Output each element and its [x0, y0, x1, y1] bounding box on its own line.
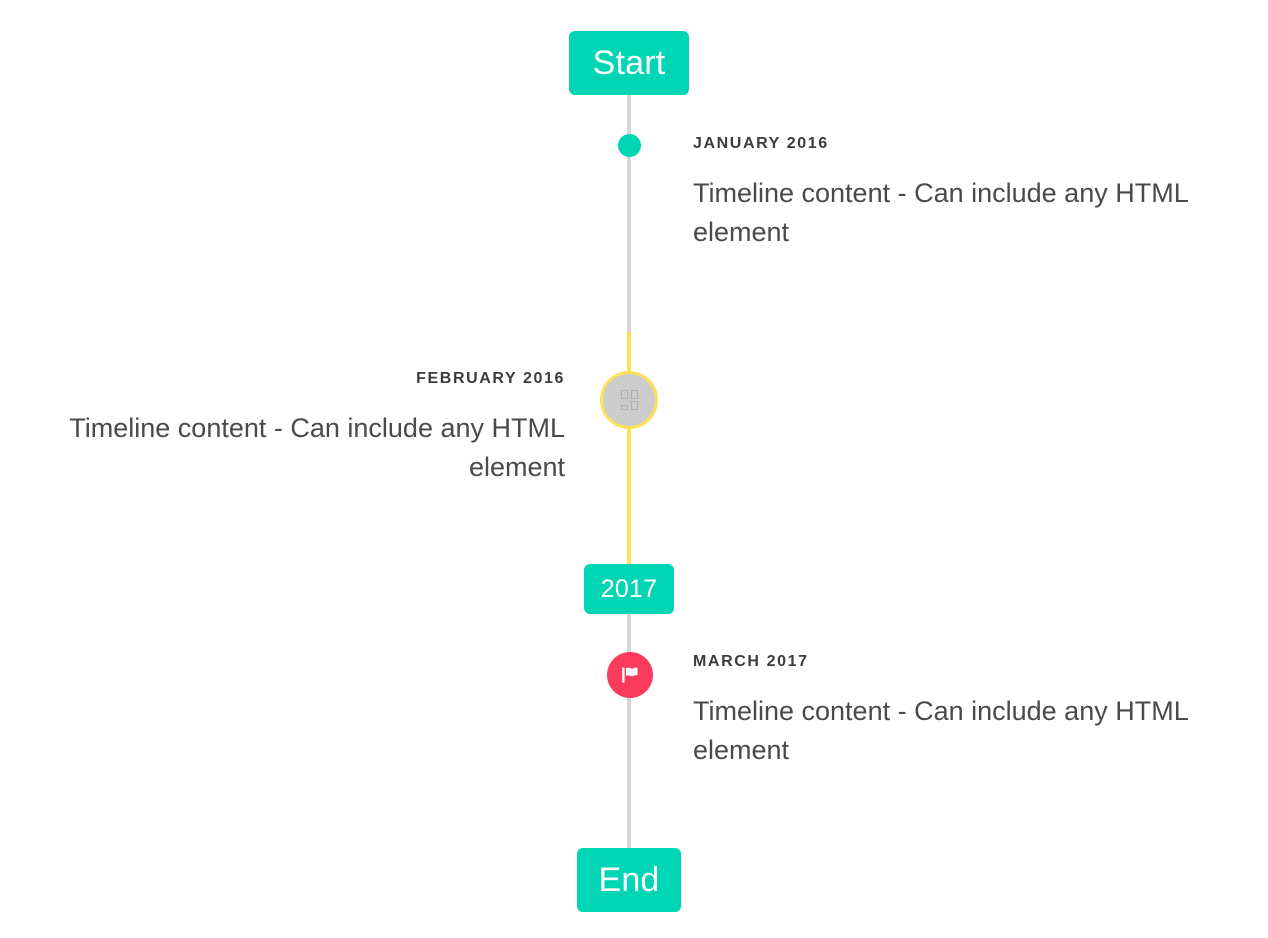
missing-glyph-icon [620, 390, 638, 410]
timeline-start-badge[interactable]: Start [569, 31, 689, 95]
timeline-entry-march-2017: MARCH 2017 Timeline content - Can includ… [693, 654, 1233, 770]
flag-icon [622, 667, 638, 683]
timeline-entry-body: Timeline content - Can include any HTML … [693, 696, 1188, 766]
timeline-marker-january-2016[interactable] [618, 134, 641, 157]
timeline-end-badge[interactable]: End [577, 848, 681, 912]
timeline-entry-body: Timeline content - Can include any HTML … [693, 178, 1188, 248]
timeline-marker-february-2016[interactable] [600, 371, 658, 429]
timeline-entry-body: Timeline content - Can include any HTML … [69, 413, 565, 483]
timeline-year-badge-2017[interactable]: 2017 [584, 564, 674, 614]
timeline-rail-segment-gray-top [627, 92, 631, 332]
timeline-entry-date: JANUARY 2016 [693, 135, 829, 152]
timeline-marker-march-2017[interactable] [607, 652, 653, 698]
timeline-entry-date: MARCH 2017 [693, 653, 809, 670]
timeline-entry-date: FEBRUARY 2016 [416, 370, 565, 387]
timeline-rail-segment-yellow [627, 332, 631, 564]
timeline-entry-january-2016: JANUARY 2016 Timeline content - Can incl… [693, 136, 1233, 252]
timeline-entry-february-2016: FEBRUARY 2016 Timeline content - Can inc… [25, 371, 565, 487]
timeline-rail-segment-gray-bottom [627, 612, 631, 860]
